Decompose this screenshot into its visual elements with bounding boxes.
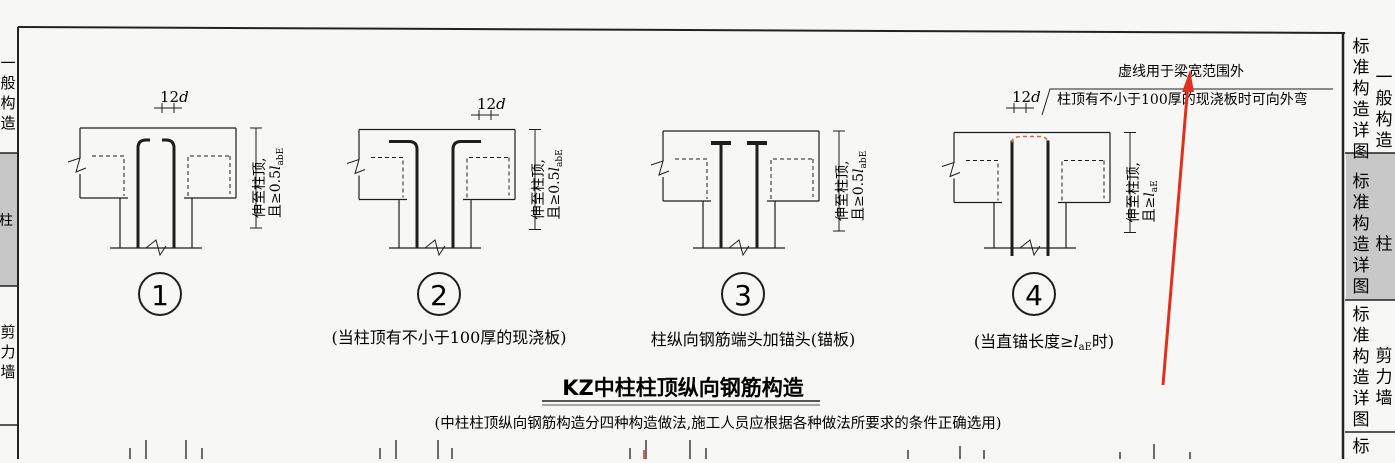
right-strip-label-char: 图 — [1353, 277, 1370, 297]
detail-number: 3 — [734, 279, 752, 312]
detail-number-circle — [138, 272, 182, 316]
detail-group: 12d伸至柱顶,且≥0.5labE112d伸至柱顶,且≥0.5labE2(当柱顶… — [67, 88, 1160, 353]
top-border — [17, 26, 1346, 34]
left-strip-highlight — [0, 153, 17, 286]
detail-caption: 柱纵向钢筋端头加锚头(锚板) — [651, 330, 856, 349]
detail-3: 伸至柱顶,且≥0.5labE 3 柱纵向钢筋端头加锚头(锚板) — [651, 130, 869, 349]
right-strip-value-char: 力 — [1376, 368, 1393, 388]
left-strip-char: 般 — [0, 74, 15, 92]
right-strip-label-char: 造 — [1353, 368, 1370, 388]
left-strip-char: 一 — [0, 54, 15, 72]
left-strip-char: 剪 — [0, 323, 15, 341]
right-strip-value-char: 造 — [1376, 131, 1393, 151]
right-strip-label-char: 构 — [1353, 347, 1370, 367]
right-strip-label-char: 详 — [1353, 389, 1370, 409]
anchorage-note-value: 且≥0.5labE — [851, 151, 869, 221]
right-strip-label-char: 准 — [1353, 58, 1370, 78]
slab-note-leader — [1041, 88, 1333, 116]
detail-number-circle — [417, 272, 461, 316]
right-strip-label-char: 标 — [1353, 437, 1370, 457]
red-pointer-arrow — [1161, 70, 1194, 386]
right-strip-label-char: 标 — [1353, 172, 1370, 192]
detail-number: 1 — [151, 279, 169, 312]
detail-1: 12d 伸至柱顶,且≥0.5labE 1 — [67, 88, 286, 316]
anchorage-note: 伸至柱顶, — [531, 159, 547, 219]
right-strip-label-char: 详 — [1353, 121, 1370, 141]
right-strip-label-char: 图 — [1353, 142, 1370, 162]
anchorage-note-value: 且≥laE — [1142, 180, 1160, 222]
right-strip-value-char: 剪 — [1376, 347, 1393, 367]
right-strip-label-char: 准 — [1353, 193, 1370, 213]
right-strip-highlight — [1346, 153, 1395, 300]
section-title: KZ中柱柱顶纵向钢筋构造 — [562, 376, 804, 400]
right-strip-label-char: 构 — [1353, 79, 1370, 99]
detail-4: 12d 伸至柱顶,且≥laE 4 (当直锚长度≥laE时) — [941, 88, 1160, 353]
dim-label: 12d — [1012, 88, 1041, 106]
anchorage-note-value: 且≥0.5labE — [268, 148, 286, 218]
right-strip-value-char: 构 — [1376, 110, 1393, 130]
right-strip-value-char: 般 — [1376, 89, 1393, 109]
section-subtitle: (中柱柱顶纵向钢筋构造分四种构造做法,施工人员应根据各种做法所要求的条件正确选用… — [435, 414, 1002, 432]
left-strip-char: 造 — [0, 114, 15, 132]
detail-number: 2 — [430, 279, 448, 312]
left-strip-char: 构 — [0, 94, 15, 112]
next-row-partial-details — [129, 440, 1191, 459]
dashed-line-note: 虚线用于梁宽范围外 — [1118, 63, 1244, 80]
left-strip-char: 柱 — [0, 213, 13, 229]
anchorage-note: 伸至柱顶, — [1126, 162, 1142, 222]
right-strip-label-char: 标 — [1353, 305, 1370, 325]
right-strip-label-char: 造 — [1353, 100, 1370, 120]
slab-bend-note: 柱顶有不小于100厚的现浇板时可向外弯 — [1057, 91, 1308, 108]
detail-2: 12d 伸至柱顶,且≥0.5labE 2 (当柱顶有不小于100厚的现浇板) — [331, 95, 566, 347]
detail-number: 4 — [1025, 279, 1043, 312]
right-strip-label-char: 构 — [1353, 214, 1370, 234]
right-strip-value-char: 一 — [1376, 68, 1393, 88]
dim-label: 12d — [160, 88, 189, 106]
detail-caption: (当柱顶有不小于100厚的现浇板) — [331, 328, 566, 347]
right-strip-value-char: 墙 — [1376, 389, 1393, 409]
anchorage-note: 伸至柱顶, — [252, 158, 268, 218]
left-strip-char: 力 — [0, 343, 15, 361]
detail-caption: (当直锚长度≥laE时) — [974, 332, 1114, 353]
right-strip-label-char: 图 — [1353, 410, 1370, 430]
right-strip-label-char: 准 — [1353, 326, 1370, 346]
right-strip-label-char: 标 — [1353, 37, 1370, 57]
right-strip-label-char: 造 — [1353, 235, 1370, 255]
dim-label: 12d — [477, 95, 506, 113]
anchorage-note-value: 且≥0.5labE — [547, 149, 565, 219]
left-strip-char: 墙 — [0, 363, 15, 381]
right-strip-label-char: 详 — [1353, 256, 1370, 276]
anchorage-note: 伸至柱顶, — [835, 161, 851, 221]
detail-number-circle — [721, 272, 765, 316]
detail-number-circle — [1012, 272, 1056, 316]
right-strip-value-char: 柱 — [1376, 235, 1393, 255]
